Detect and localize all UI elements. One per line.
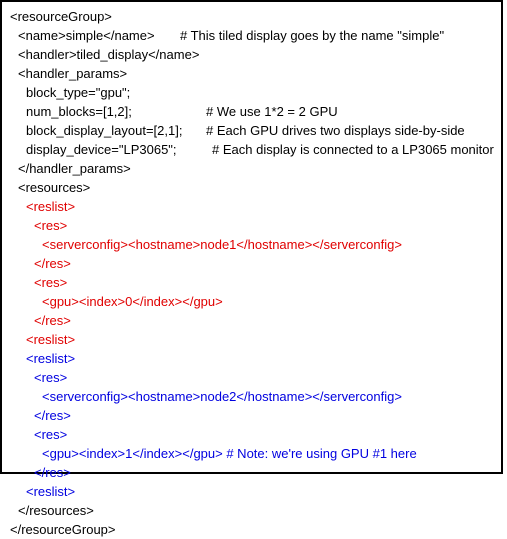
code-line: </res> bbox=[2, 311, 505, 330]
code-line: <handler>tiled_display</name> bbox=[2, 45, 505, 64]
code-text: <res> bbox=[34, 218, 68, 233]
code-text: <reslist> bbox=[26, 484, 76, 499]
code-text: <serverconfig><hostname>node1</hostname>… bbox=[42, 237, 402, 252]
code-line: <res> bbox=[2, 425, 505, 444]
code-line: <reslist> bbox=[2, 197, 505, 216]
code-text: display_device="LP3065"; bbox=[26, 142, 177, 157]
code-text: <resources> bbox=[18, 180, 91, 195]
code-line: <reslist> bbox=[2, 330, 505, 349]
code-text: </handler_params> bbox=[18, 161, 131, 176]
code-line: <res> bbox=[2, 216, 505, 235]
code-line: display_device="LP3065"; # Each display i… bbox=[2, 140, 505, 159]
code-text: </res> bbox=[34, 256, 71, 271]
code-text: block_display_layout=[2,1]; bbox=[26, 123, 183, 138]
code-text: <handler>tiled_display</name> bbox=[18, 47, 200, 62]
code-text: <res> bbox=[34, 370, 68, 385]
code-line: <gpu><index>1</index></gpu> # Note: we'r… bbox=[2, 444, 505, 463]
code-line: </res> bbox=[2, 406, 505, 425]
code-text: </resources> bbox=[18, 503, 94, 518]
code-text: <reslist> bbox=[26, 351, 76, 366]
code-line: <reslist> bbox=[2, 349, 505, 368]
code-text: <serverconfig><hostname>node2</hostname>… bbox=[42, 389, 402, 404]
code-line: num_blocks=[1,2]; # We use 1*2 = 2 GPU bbox=[2, 102, 505, 121]
code-line: block_display_layout=[2,1]; # Each GPU dr… bbox=[2, 121, 505, 140]
code-text: block_type="gpu"; bbox=[26, 85, 131, 100]
code-line: <serverconfig><hostname>node2</hostname>… bbox=[2, 387, 505, 406]
code-text: <reslist> bbox=[26, 332, 76, 347]
code-text: <res> bbox=[34, 427, 68, 442]
code-text: </resourceGroup> bbox=[10, 522, 116, 537]
code-line: <resources> bbox=[2, 178, 505, 197]
code-comment: # Each display is connected to a LP3065 … bbox=[212, 142, 494, 157]
code-line: <gpu><index>0</index></gpu> bbox=[2, 292, 505, 311]
code-line: block_type="gpu"; bbox=[2, 83, 505, 102]
code-text: </res> bbox=[34, 313, 71, 328]
code-line: </resources> bbox=[2, 501, 505, 520]
code-text: <reslist> bbox=[26, 199, 76, 214]
code-line: <serverconfig><hostname>node1</hostname>… bbox=[2, 235, 505, 254]
code-text: </res> bbox=[34, 408, 71, 423]
code-text: <resourceGroup> bbox=[10, 9, 112, 24]
code-line: </resourceGroup> bbox=[2, 520, 505, 539]
code-text: <name>simple</name> bbox=[18, 28, 155, 43]
code-line: <res> bbox=[2, 368, 505, 387]
code-comment: # This tiled display goes by the name "s… bbox=[180, 28, 445, 43]
code-line: <handler_params> bbox=[2, 64, 505, 83]
code-text: </res> bbox=[34, 465, 71, 480]
code-line: <res> bbox=[2, 273, 505, 292]
code-comment: # We use 1*2 = 2 GPU bbox=[206, 104, 338, 119]
code-line: <resourceGroup> bbox=[2, 7, 505, 26]
code-line: <name>simple</name> # This tiled display … bbox=[2, 26, 505, 45]
code-line: </res> bbox=[2, 463, 505, 482]
code-comment: # Each GPU drives two displays side-by-s… bbox=[206, 123, 465, 138]
code-line: </res> bbox=[2, 254, 505, 273]
code-line: </handler_params> bbox=[2, 159, 505, 178]
code-line: <reslist> bbox=[2, 482, 505, 501]
code-text: <res> bbox=[34, 275, 68, 290]
code-text: num_blocks=[1,2]; bbox=[26, 104, 132, 119]
code-text: <gpu><index>1</index></gpu> # Note: we'r… bbox=[42, 446, 417, 461]
code-text: <handler_params> bbox=[18, 66, 128, 81]
code-text: <gpu><index>0</index></gpu> bbox=[42, 294, 223, 309]
